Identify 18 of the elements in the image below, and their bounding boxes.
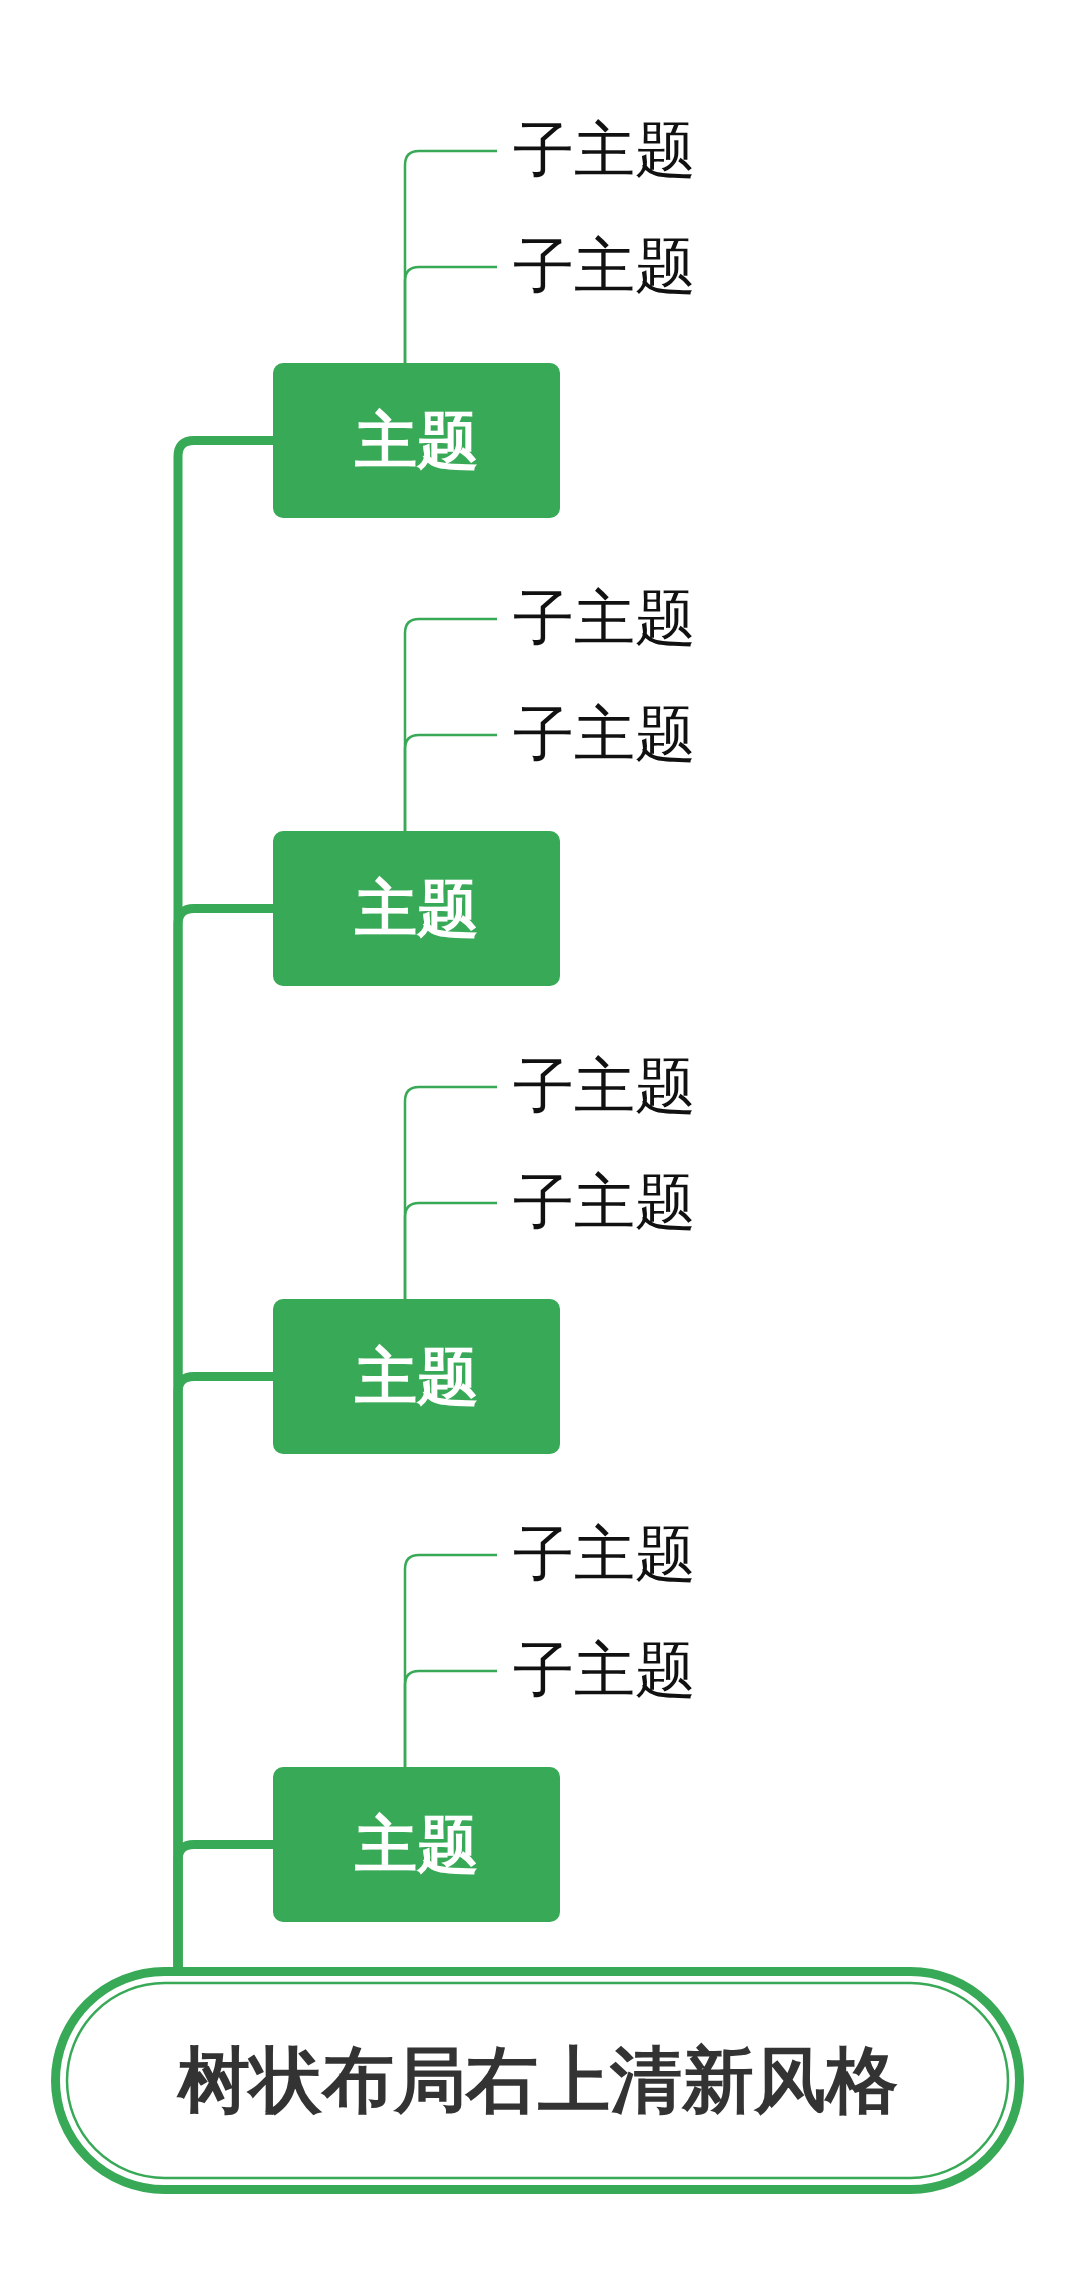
connector-line: [403, 1201, 497, 1299]
subtopic-text: 子主题: [513, 231, 713, 303]
connector-line: [403, 733, 497, 831]
central-topic-pill: 树状布局右上清新风格: [51, 1967, 1024, 2194]
topic-box: 主题: [273, 1767, 560, 1922]
topic-box: 主题: [273, 363, 560, 518]
connector-line: [403, 1669, 497, 1767]
connector-line: [173, 1840, 273, 1967]
subtopic-text: 子主题: [513, 1635, 713, 1707]
topic-box: 主题: [273, 1299, 560, 1454]
subtopic-text: 子主题: [513, 1519, 713, 1591]
subtopic-text: 子主题: [513, 583, 713, 655]
subtopic-text: 子主题: [513, 1167, 713, 1239]
topic-box: 主题: [273, 831, 560, 986]
subtopic-text: 子主题: [513, 1051, 713, 1123]
subtopic-text: 子主题: [513, 115, 713, 187]
subtopic-text: 子主题: [513, 699, 713, 771]
connector-line: [403, 265, 497, 363]
